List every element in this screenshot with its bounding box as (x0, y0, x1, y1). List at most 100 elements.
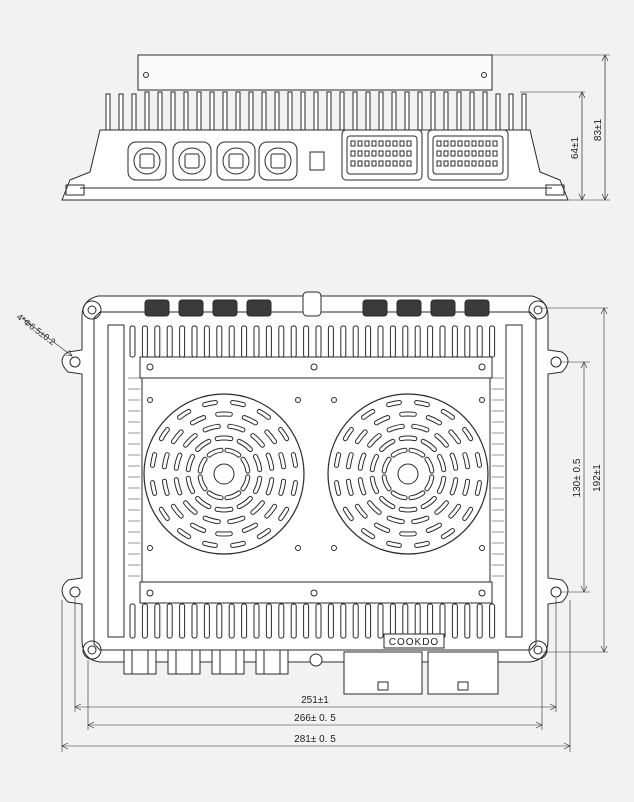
top-fin-upper (304, 326, 309, 357)
top-fin-lower (130, 604, 135, 638)
top-fin-upper (180, 326, 185, 357)
side-fin (457, 92, 461, 130)
dim-label-266: 266± 0. 5 (294, 713, 336, 724)
side-view (62, 55, 610, 200)
multipin-body (428, 130, 508, 180)
side-fin (314, 92, 318, 130)
top-fin-upper (167, 326, 172, 357)
top-fin-lower (316, 604, 321, 638)
dim-label-281: 281± 0. 5 (294, 734, 336, 745)
bottom-center-boss (310, 654, 322, 666)
side-fin (288, 92, 292, 130)
top-fin-upper (477, 326, 482, 357)
side-fin (522, 94, 526, 132)
top-fin-upper (217, 326, 222, 357)
fan-bracket-top (140, 357, 492, 378)
side-fin (301, 92, 305, 130)
top-fin-lower (341, 604, 346, 638)
top-fin-upper (341, 326, 346, 357)
fan-slot-inner (217, 438, 231, 439)
side-fin (106, 94, 110, 132)
top-fin-upper (155, 326, 160, 357)
dim-label-83: 83±1 (593, 118, 604, 141)
top-connector (247, 300, 271, 316)
top-fin-upper (428, 326, 433, 357)
top-fin-lower (353, 604, 358, 638)
side-fin (249, 92, 253, 130)
top-fin-upper (316, 326, 321, 357)
bottom-multipin-right (428, 652, 498, 694)
fan-slot-inner (401, 438, 415, 439)
top-fin-upper (279, 326, 284, 357)
top-fin-lower (229, 604, 234, 638)
bottom-round-connector (124, 650, 156, 674)
top-connector (179, 300, 203, 316)
side-top-plate (138, 55, 492, 90)
fan-slot-inner (217, 509, 231, 510)
top-fin-upper (229, 326, 234, 357)
top-fin-lower (192, 604, 197, 638)
dim-label-hole: 4*Φ6.5±0.2 (15, 312, 57, 347)
side-fin (184, 92, 188, 130)
top-fin-lower (366, 604, 371, 638)
side-fin (262, 92, 266, 130)
top-fin-lower (390, 604, 395, 638)
fan-bracket-bottom (140, 582, 492, 603)
bottom-multipin-left (344, 652, 422, 694)
top-fin-lower (415, 604, 420, 638)
top-fin-upper (192, 326, 197, 357)
left-rail (108, 325, 124, 637)
dim-label-192: 192±1 (592, 464, 603, 492)
top-fin-lower (291, 604, 296, 638)
multipin-body (342, 130, 422, 180)
bottom-round-connector (256, 650, 288, 674)
top-fin-upper (440, 326, 445, 357)
bottom-round-connector (168, 650, 200, 674)
top-fin-lower (378, 604, 383, 638)
top-connector (213, 300, 237, 316)
side-fin (379, 92, 383, 130)
side-fin (340, 92, 344, 130)
side-fin (509, 94, 513, 132)
bottom-connectors (124, 650, 498, 694)
top-fin-lower (304, 604, 309, 638)
top-fin-lower (477, 604, 482, 638)
top-fin-lower (254, 604, 259, 638)
side-fin (405, 92, 409, 130)
top-connector (397, 300, 421, 316)
side-fin (444, 92, 448, 130)
side-fin (275, 92, 279, 130)
top-fin-lower (452, 604, 457, 638)
top-connector (363, 300, 387, 316)
side-fin (119, 94, 123, 132)
bottom-round-connector (212, 650, 244, 674)
dim-label-130: 130± 0.5 (572, 458, 583, 497)
side-fin (145, 92, 149, 130)
dim-label-64: 64±1 (570, 136, 581, 159)
top-fin-lower (279, 604, 284, 638)
top-fin-upper (242, 326, 247, 357)
top-fin-upper (465, 326, 470, 357)
top-fin-lower (155, 604, 160, 638)
top-fin-upper (353, 326, 358, 357)
side-fin (236, 92, 240, 130)
side-fin (158, 92, 162, 130)
side-fin (470, 92, 474, 130)
top-fin-upper (490, 326, 495, 357)
top-fin-upper (378, 326, 383, 357)
side-fin (223, 92, 227, 130)
top-fin-upper (291, 326, 296, 357)
right-rail (506, 325, 522, 637)
top-fin-lower (242, 604, 247, 638)
top-fin-upper (266, 326, 271, 357)
side-fin (392, 92, 396, 130)
top-fin-upper (415, 326, 420, 357)
top-fin-lower (180, 604, 185, 638)
top-fin-lower (266, 604, 271, 638)
side-fin (197, 92, 201, 130)
side-fin (418, 92, 422, 130)
top-fin-upper (142, 326, 147, 357)
top-fin-lower (428, 604, 433, 638)
top-fin-upper (452, 326, 457, 357)
